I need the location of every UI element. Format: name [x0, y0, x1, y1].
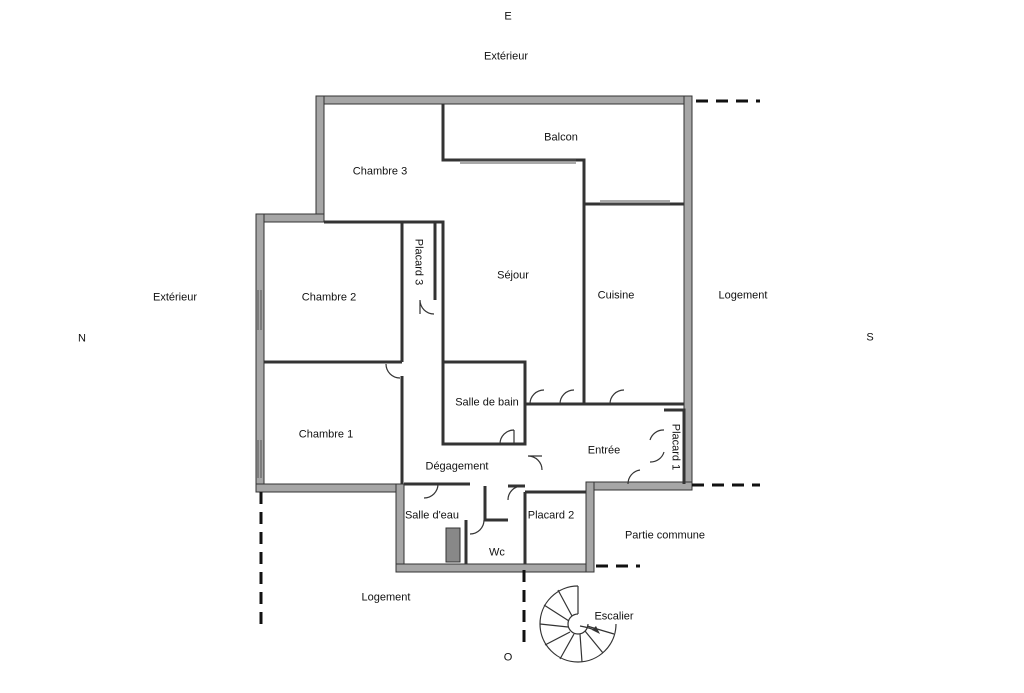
label-exterieur-top: Extérieur [483, 50, 529, 63]
wall-top [315, 95, 693, 105]
door-cuisine [609, 389, 625, 405]
door-placard1 [649, 429, 665, 463]
room-placard1: Placard 1 [669, 423, 682, 471]
spiral-staircase [539, 585, 617, 663]
door-placard2 [507, 485, 523, 501]
room-chambre2: Chambre 2 [301, 291, 357, 304]
room-balcon: Balcon [544, 131, 578, 144]
room-sejour: Séjour [497, 269, 529, 282]
room-salle-de-bain: Salle de bain [455, 396, 519, 409]
label-partie-commune: Partie commune [624, 529, 706, 542]
wall-balcon [441, 104, 684, 206]
room-degagement: Dégagement [425, 460, 489, 473]
stair-arrow-head [592, 626, 600, 634]
window-chambre2 [257, 290, 262, 330]
compass-south: S [866, 331, 874, 344]
wall-salle-de-bain [441, 360, 527, 446]
room-chambre1: Chambre 1 [298, 428, 354, 441]
compass-north: N [78, 332, 86, 345]
door-wc [469, 519, 485, 535]
wall-chambre3-left [315, 95, 325, 221]
wall-lower-bottom [395, 563, 595, 573]
compass-east: E [504, 10, 512, 23]
door-sdb [499, 429, 515, 445]
label-logement-bottom: Logement [361, 591, 411, 604]
door-salle-deau [423, 483, 439, 499]
door-placard3 [419, 299, 435, 315]
property-boundaries [259, 99, 760, 650]
wall-degagement-bottom [404, 482, 525, 522]
wall-placard2 [523, 490, 586, 564]
label-logement-right: Logement [718, 289, 768, 302]
wall-lower-left [395, 483, 405, 573]
window-chambre1 [257, 440, 262, 478]
door-chambre2 [385, 363, 401, 379]
window-balcon-sejour [460, 159, 576, 164]
room-entree: Entrée [587, 444, 621, 457]
label-exterieur-left: Extérieur [152, 291, 198, 304]
wall-chambre3-bottom [324, 220, 445, 362]
wall-entree [525, 402, 686, 484]
stair-inner [567, 613, 589, 635]
wall-cuisine [582, 204, 684, 406]
door-degagement [527, 455, 543, 471]
room-wc: Wc [489, 546, 505, 559]
compass-west: O [503, 651, 513, 664]
room-salle-deau: Salle d'eau [404, 509, 460, 522]
door-sdb-2 [529, 389, 575, 405]
windows [257, 159, 670, 478]
room-cuisine: Cuisine [597, 289, 635, 302]
stair-treads [539, 586, 615, 663]
room-placard3: Placard 3 [412, 238, 425, 286]
wall-bottom-left [255, 483, 405, 493]
wall-left [255, 213, 265, 493]
room-placard2: Placard 2 [527, 509, 575, 522]
room-chambre3: Chambre 3 [352, 165, 408, 178]
shower-tray [445, 527, 461, 563]
wall-step [255, 213, 325, 223]
label-escalier: Escalier [594, 610, 634, 623]
wall-bottom-entry [585, 481, 693, 491]
inner-walls [264, 104, 686, 564]
stair-outer [539, 585, 617, 663]
door-entree [627, 469, 641, 485]
window-balcon-cuisine [600, 200, 670, 205]
wall-placard3 [400, 222, 437, 362]
outer-walls [255, 95, 693, 573]
doors [385, 299, 665, 535]
wall-lower-right [585, 481, 595, 573]
